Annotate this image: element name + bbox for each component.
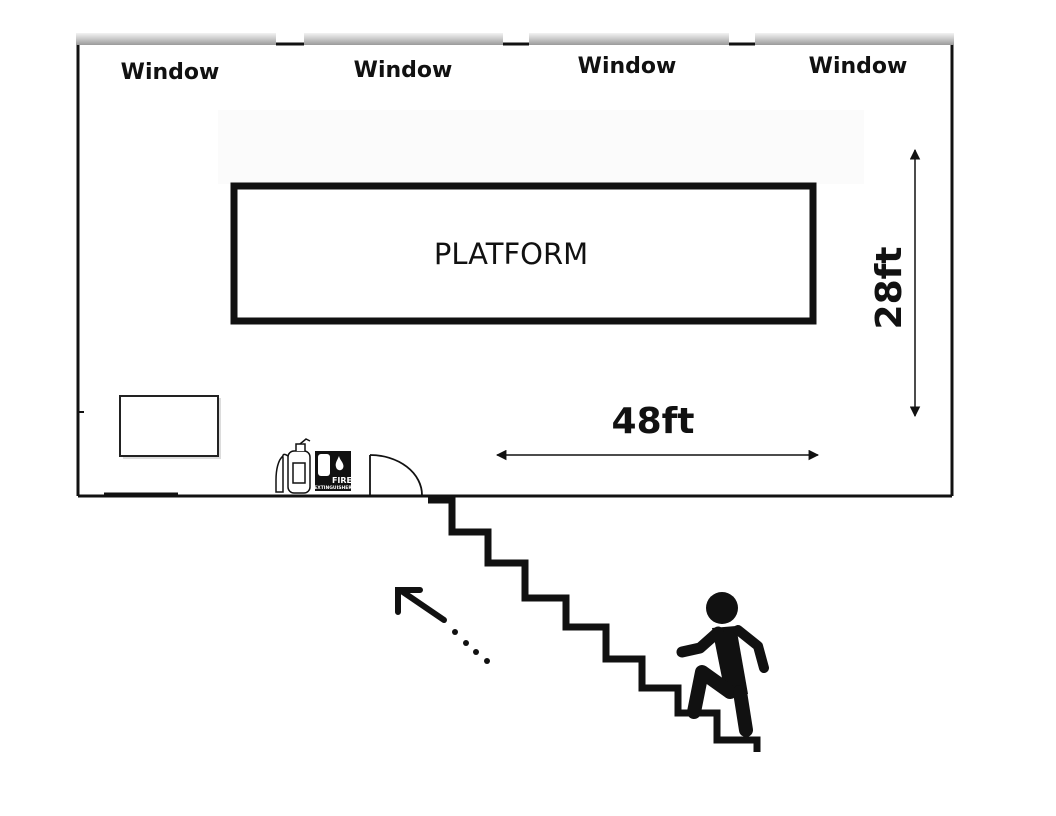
door-swing-icon	[369, 454, 423, 496]
platform-zone	[218, 110, 864, 184]
fire-extinguisher-icon	[275, 438, 311, 494]
width-label: 48ft	[612, 401, 695, 442]
person-climbing-stairs-icon	[676, 592, 769, 737]
window-1: Window	[76, 33, 276, 85]
depth-label: 28ft	[869, 247, 910, 330]
depth-dimension: 28ft	[869, 148, 921, 418]
room-walls	[76, 42, 954, 498]
platform-label: PLATFORM	[434, 237, 588, 271]
direction-arrow-icon	[395, 587, 490, 664]
platform: PLATFORM	[230, 182, 817, 325]
side-table	[119, 395, 221, 459]
window-label: Window	[121, 60, 220, 85]
staircase-icon	[428, 496, 761, 752]
window-label: Window	[578, 54, 677, 79]
window-label: Window	[354, 58, 453, 83]
sign-line-2: EXTINGUISHER	[314, 485, 352, 491]
window-4: Window	[755, 33, 954, 79]
window-label: Window	[809, 54, 908, 79]
sign-line-1: FIRE	[332, 476, 352, 485]
wall-marks	[78, 411, 178, 496]
fire-extinguisher-sign-icon: FIRE EXTINGUISHER	[314, 451, 352, 491]
width-dimension: 48ft	[495, 401, 820, 461]
window-2: Window	[304, 33, 503, 83]
window-3: Window	[529, 33, 729, 79]
